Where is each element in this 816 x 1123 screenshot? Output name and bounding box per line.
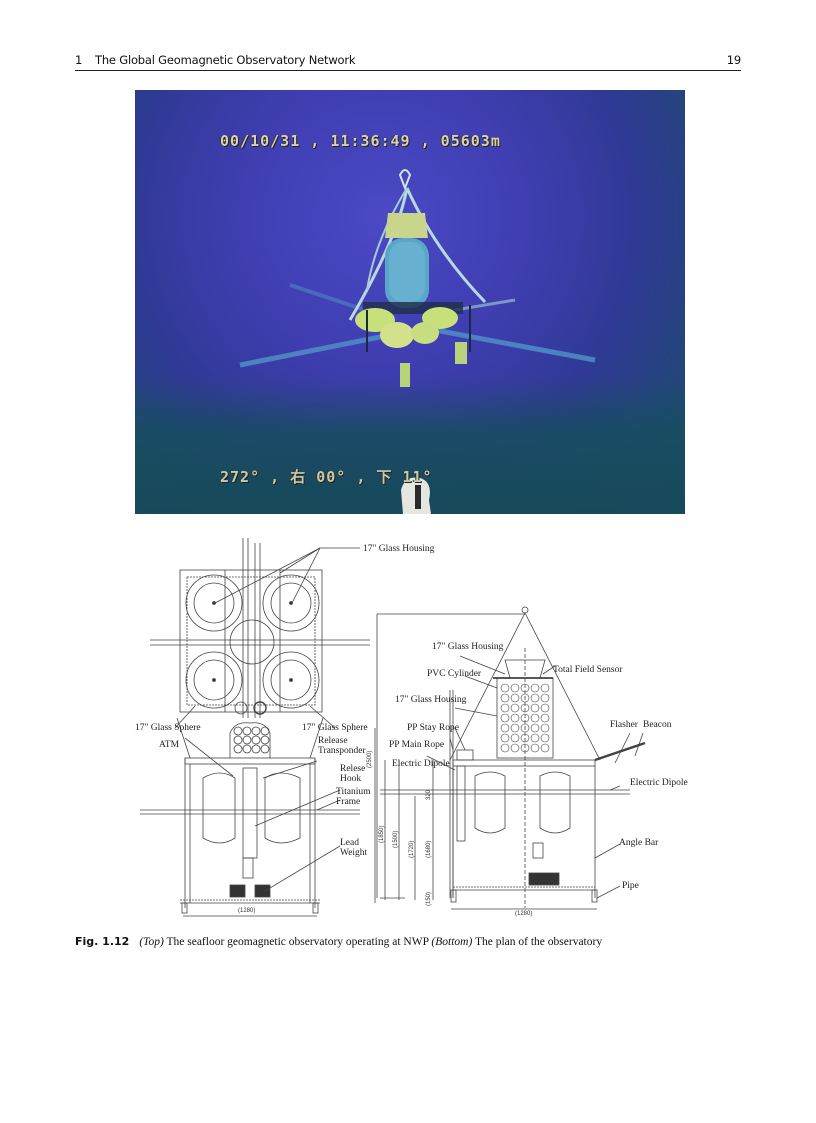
caption-bottom-marker: (Bottom) [431, 936, 473, 948]
photo-overlay-heading: 272° , 右 00° , 下 11° [220, 468, 433, 486]
observatory-photo-illustration [239, 169, 596, 514]
label-electric-dipole-right: Electric Dipole [630, 778, 688, 788]
label-release-transponder-1: Release [318, 736, 348, 746]
label-lead-weight-2: Weight [340, 848, 368, 858]
chapter-number: 1 [75, 53, 83, 67]
label-glass-housing-side-2: 17" Glass Housing [395, 695, 467, 705]
label-flasher: Flasher [610, 720, 638, 730]
dim-front-height: (2500) [367, 750, 373, 768]
label-beacon: Beacon [643, 720, 672, 730]
dim-side-150: (150) [426, 891, 432, 906]
label-glass-housing-top: 17" Glass Housing [363, 544, 435, 554]
label-total-field-sensor: Total Field Sensor [553, 665, 623, 675]
dim-front-width: (1280) [238, 908, 256, 914]
photo-overlay-timestamp: 00/10/31 , 11:36:49 , 05603m [220, 132, 501, 150]
dim-side-1720: (1720) [409, 840, 415, 858]
caption-bottom-text: The plan of the observatory [472, 936, 603, 948]
dim-side-total: (1850) [379, 825, 385, 843]
label-titanium-frame-1: Titanium [336, 787, 371, 797]
figure-caption: Fig. 1.12 (Top) The seafloor geomagnetic … [75, 935, 602, 948]
figure-label: Fig. 1.12 [75, 935, 130, 948]
label-glass-sphere-right: 17" Glass Sphere [302, 723, 368, 733]
label-pp-main-rope: PP Main Rope [389, 740, 445, 750]
seafloor-photo: 00/10/31 , 11:36:49 , 05603m 272° , 右 00… [135, 90, 685, 514]
caption-top-text: The seafloor geomagnetic observatory ope… [163, 936, 432, 948]
label-angle-bar: Angle Bar [619, 838, 659, 848]
dim-side-1500: (1500) [393, 830, 399, 848]
dim-side-width: (1280) [515, 911, 533, 917]
technical-drawing [140, 538, 646, 917]
label-titanium-frame-2: Frame [336, 797, 361, 807]
label-pp-stay-rope: PP Stay Rope [407, 723, 459, 733]
label-pipe: Pipe [622, 881, 639, 891]
label-glass-housing-side: 17" Glass Housing [432, 642, 504, 652]
label-release-transponder-2: Transponder [318, 746, 366, 756]
dim-side-1680: (1680) [426, 840, 432, 858]
caption-top-marker: (Top) [139, 936, 164, 948]
label-release-hook-1: Relese [340, 764, 366, 774]
header-rule [75, 70, 741, 71]
label-release-hook-2: Hook [340, 774, 362, 784]
label-atm: ATM [159, 740, 180, 750]
dim-side-320: 320 [426, 789, 432, 800]
observatory-plan-drawing: 17" Glass Housing 17" Glass Sphere 17" G… [135, 528, 695, 920]
label-pvc-cylinder: PVC Cylinder [427, 669, 482, 679]
label-lead-weight-1: Lead [340, 838, 359, 848]
label-glass-sphere-left: 17" Glass Sphere [135, 723, 201, 733]
chapter-title: The Global Geomagnetic Observatory Netwo… [95, 53, 356, 67]
label-electric-dipole-left: Electric Dipole [392, 759, 450, 769]
running-head: 1 The Global Geomagnetic Observatory Net… [75, 53, 741, 71]
page-number: 19 [726, 53, 741, 67]
